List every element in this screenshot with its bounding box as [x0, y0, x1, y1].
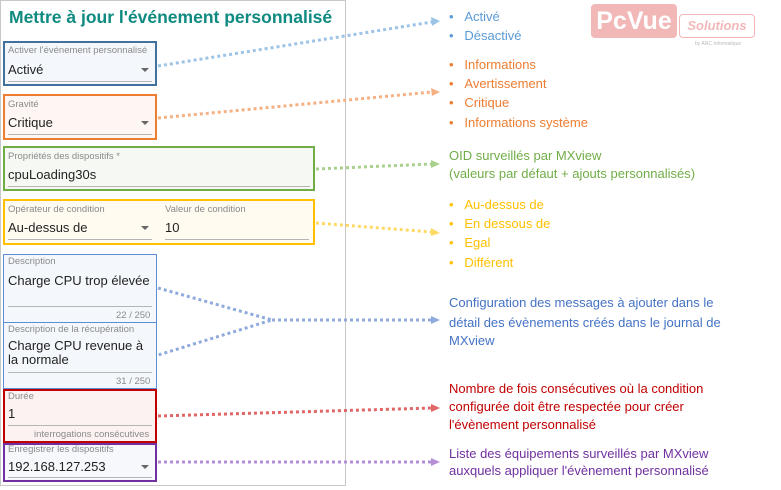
recovery-value: Charge CPU revenue à la normale: [8, 338, 144, 367]
logo-by: by ARC Informatique: [695, 41, 742, 47]
description-counter: 22 / 250: [116, 310, 151, 321]
chevron-down-icon[interactable]: [141, 465, 149, 469]
logo-text: PcVue: [591, 4, 677, 38]
arrowhead: [431, 316, 440, 324]
option: Critique: [464, 95, 510, 110]
enable-value: Activé: [8, 62, 44, 77]
properties-label: Propriétés des dispositifs *: [8, 151, 120, 162]
connector-condition: [315, 221, 433, 234]
recovery-highlight: [3, 322, 157, 389]
option: Activé: [464, 9, 500, 24]
option: En dessous de: [464, 216, 551, 231]
duration-value: 1: [8, 406, 16, 421]
arrowhead: [431, 404, 440, 412]
duration-label: Durée: [8, 391, 34, 402]
condition-highlight: [3, 199, 315, 245]
option: Différent: [464, 255, 514, 270]
connector-description: [157, 286, 278, 357]
threshold-value: 10: [165, 220, 180, 235]
option: Avertissement: [464, 76, 547, 91]
connector-properties: [315, 162, 433, 171]
recovery-counter: 31 / 250: [116, 376, 151, 387]
arrowhead: [431, 17, 440, 26]
option: Informations système: [464, 115, 588, 130]
severity-highlight: [3, 94, 157, 140]
connector-duration: [157, 406, 433, 418]
recovery-label: Description de la récupération: [8, 324, 135, 335]
description-label: Description: [8, 256, 56, 267]
option: Au-dessus de: [464, 197, 544, 212]
enable-highlight: [3, 41, 157, 86]
logo-sub: Solutions: [679, 14, 755, 38]
severity-label: Gravité: [8, 99, 39, 110]
option: Egal: [464, 235, 491, 250]
threshold-label: Valeur de condition: [165, 204, 246, 215]
description-value: Charge CPU trop élevée: [8, 273, 150, 288]
duration-hint: interrogations consécutives: [34, 429, 150, 440]
properties-value: cpuLoading30s: [8, 167, 97, 182]
severity-value: Critique: [8, 115, 53, 130]
option: Désactivé: [464, 28, 522, 43]
arrowhead: [431, 228, 440, 236]
arrowhead: [431, 160, 440, 168]
update-event-dialog: Mettre à jour l'événement personnalisé: [0, 0, 346, 486]
duration-highlight: [3, 389, 157, 443]
devices-label: Enregistrer les dispositifs: [8, 444, 114, 455]
properties-highlight: [3, 146, 315, 191]
arrowhead: [431, 88, 440, 96]
chevron-down-icon[interactable]: [141, 68, 149, 72]
operator-label: Opérateur de condition: [8, 204, 105, 215]
devices-value: 192.168.127.253: [8, 459, 106, 474]
connector-enable: [157, 20, 433, 68]
operator-value: Au-dessus de: [8, 220, 88, 235]
dialog-title: Mettre à jour l'événement personnalisé: [9, 7, 333, 27]
chevron-down-icon[interactable]: [141, 226, 149, 230]
pcvue-logo: PcVue Solutions by ARC Informatique: [591, 4, 757, 49]
devices-highlight: [3, 443, 157, 482]
connector-severity: [157, 90, 433, 120]
enable-label: Activer l'événement personnalisé: [8, 45, 148, 56]
chevron-down-icon[interactable]: [141, 121, 149, 125]
option: Informations: [464, 57, 536, 72]
arrowhead: [431, 458, 440, 466]
